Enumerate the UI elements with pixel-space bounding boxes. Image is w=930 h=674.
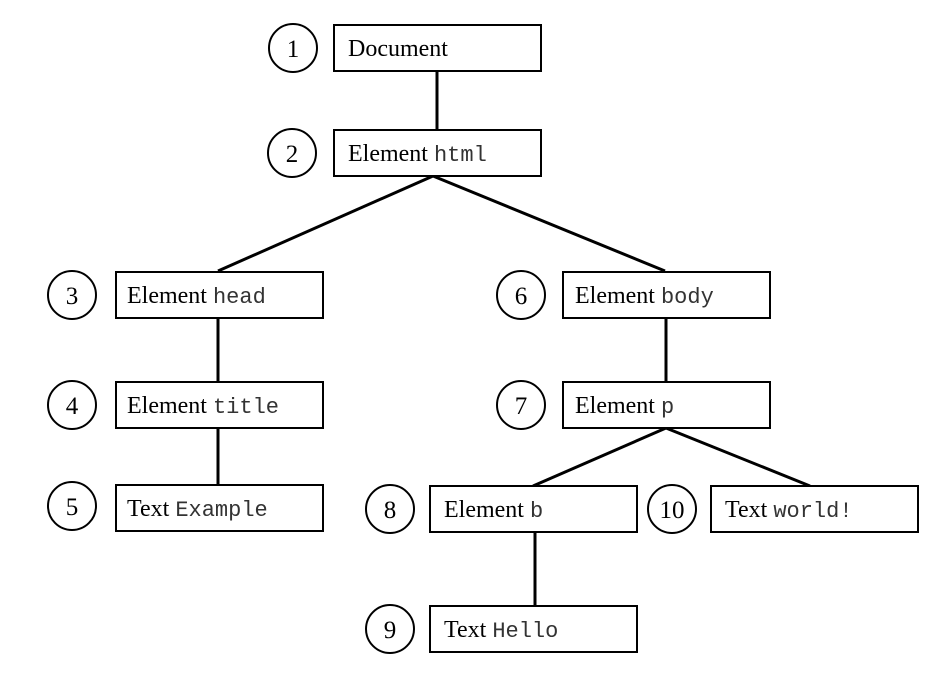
node-number: 2 [286, 141, 299, 168]
edge-html-head [217, 174, 434, 273]
node-box [115, 484, 324, 532]
node-label: Element head [127, 283, 266, 310]
tree-node: 8 Element b [365, 484, 638, 534]
node-number: 8 [384, 497, 397, 524]
node-kind: Document [348, 36, 448, 62]
node-label: Text world! [725, 497, 853, 524]
node-label: Element p [575, 393, 674, 420]
node-box [115, 271, 324, 319]
node-kind: Text [127, 496, 170, 522]
node-box [562, 381, 771, 429]
node-kind: Element [348, 141, 428, 167]
node-name: world! [773, 499, 852, 524]
node-kind: Element [575, 283, 655, 309]
node-name: Hello [492, 619, 558, 644]
tree-node: 7 Element p [496, 380, 771, 430]
node-label: Document [348, 36, 448, 62]
node-number-circle [365, 484, 415, 534]
node-name: body [661, 285, 714, 310]
node-box [115, 381, 324, 429]
node-number: 6 [515, 283, 528, 310]
node-number-circle [496, 270, 546, 320]
node-name: p [661, 395, 674, 420]
node-kind: Element [444, 497, 524, 523]
node-name: head [213, 285, 266, 310]
node-label: Text Hello [444, 617, 558, 644]
node-box [333, 24, 542, 72]
node-box [710, 485, 919, 533]
tree-node: 6 Element body [496, 270, 771, 320]
node-box [562, 271, 771, 319]
tree-node: 5 Text Example [47, 481, 324, 532]
node-kind: Element [127, 393, 207, 419]
node-name: b [530, 499, 543, 524]
node-label: Element body [575, 283, 714, 310]
node-number: 1 [287, 36, 300, 63]
node-label: Element html [348, 141, 487, 168]
node-number: 3 [66, 283, 79, 310]
tree-node: 1 Document [268, 23, 542, 73]
tree-node: 4 Element title [47, 380, 324, 430]
node-box [333, 129, 542, 177]
node-number-circle [647, 484, 697, 534]
node-number: 9 [384, 617, 397, 644]
node-number: 4 [66, 393, 79, 420]
node-label: Element title [127, 393, 279, 420]
node-number: 5 [66, 494, 79, 521]
tree-node: 10 Text world! [647, 484, 919, 534]
node-name: title [213, 395, 279, 420]
node-kind: Element [127, 283, 207, 309]
node-box [429, 485, 638, 533]
node-kind: Text [725, 497, 768, 523]
node-number-circle [47, 270, 97, 320]
node-box [429, 605, 638, 653]
tree-edges [216, 71, 811, 606]
node-number: 10 [660, 497, 685, 524]
node-number-circle [365, 604, 415, 654]
tree-node: 3 Element head [47, 270, 324, 320]
tree-node: 2 Element html [267, 128, 542, 178]
node-number-circle [268, 23, 318, 73]
node-number-circle [496, 380, 546, 430]
node-kind: Element [575, 393, 655, 419]
node-number-circle [267, 128, 317, 178]
node-label: Text Example [127, 496, 268, 523]
node-name: Example [175, 498, 267, 523]
edge-html-body [432, 174, 666, 273]
node-number-circle [47, 481, 97, 531]
tree-node: 9 Text Hello [365, 604, 638, 654]
node-label: Element b [444, 497, 543, 524]
node-name: html [434, 143, 487, 168]
node-kind: Text [444, 617, 487, 643]
edge-p-text [665, 426, 811, 488]
node-number-circle [47, 380, 97, 430]
edge-p-b [532, 426, 667, 488]
node-number: 7 [515, 393, 528, 420]
